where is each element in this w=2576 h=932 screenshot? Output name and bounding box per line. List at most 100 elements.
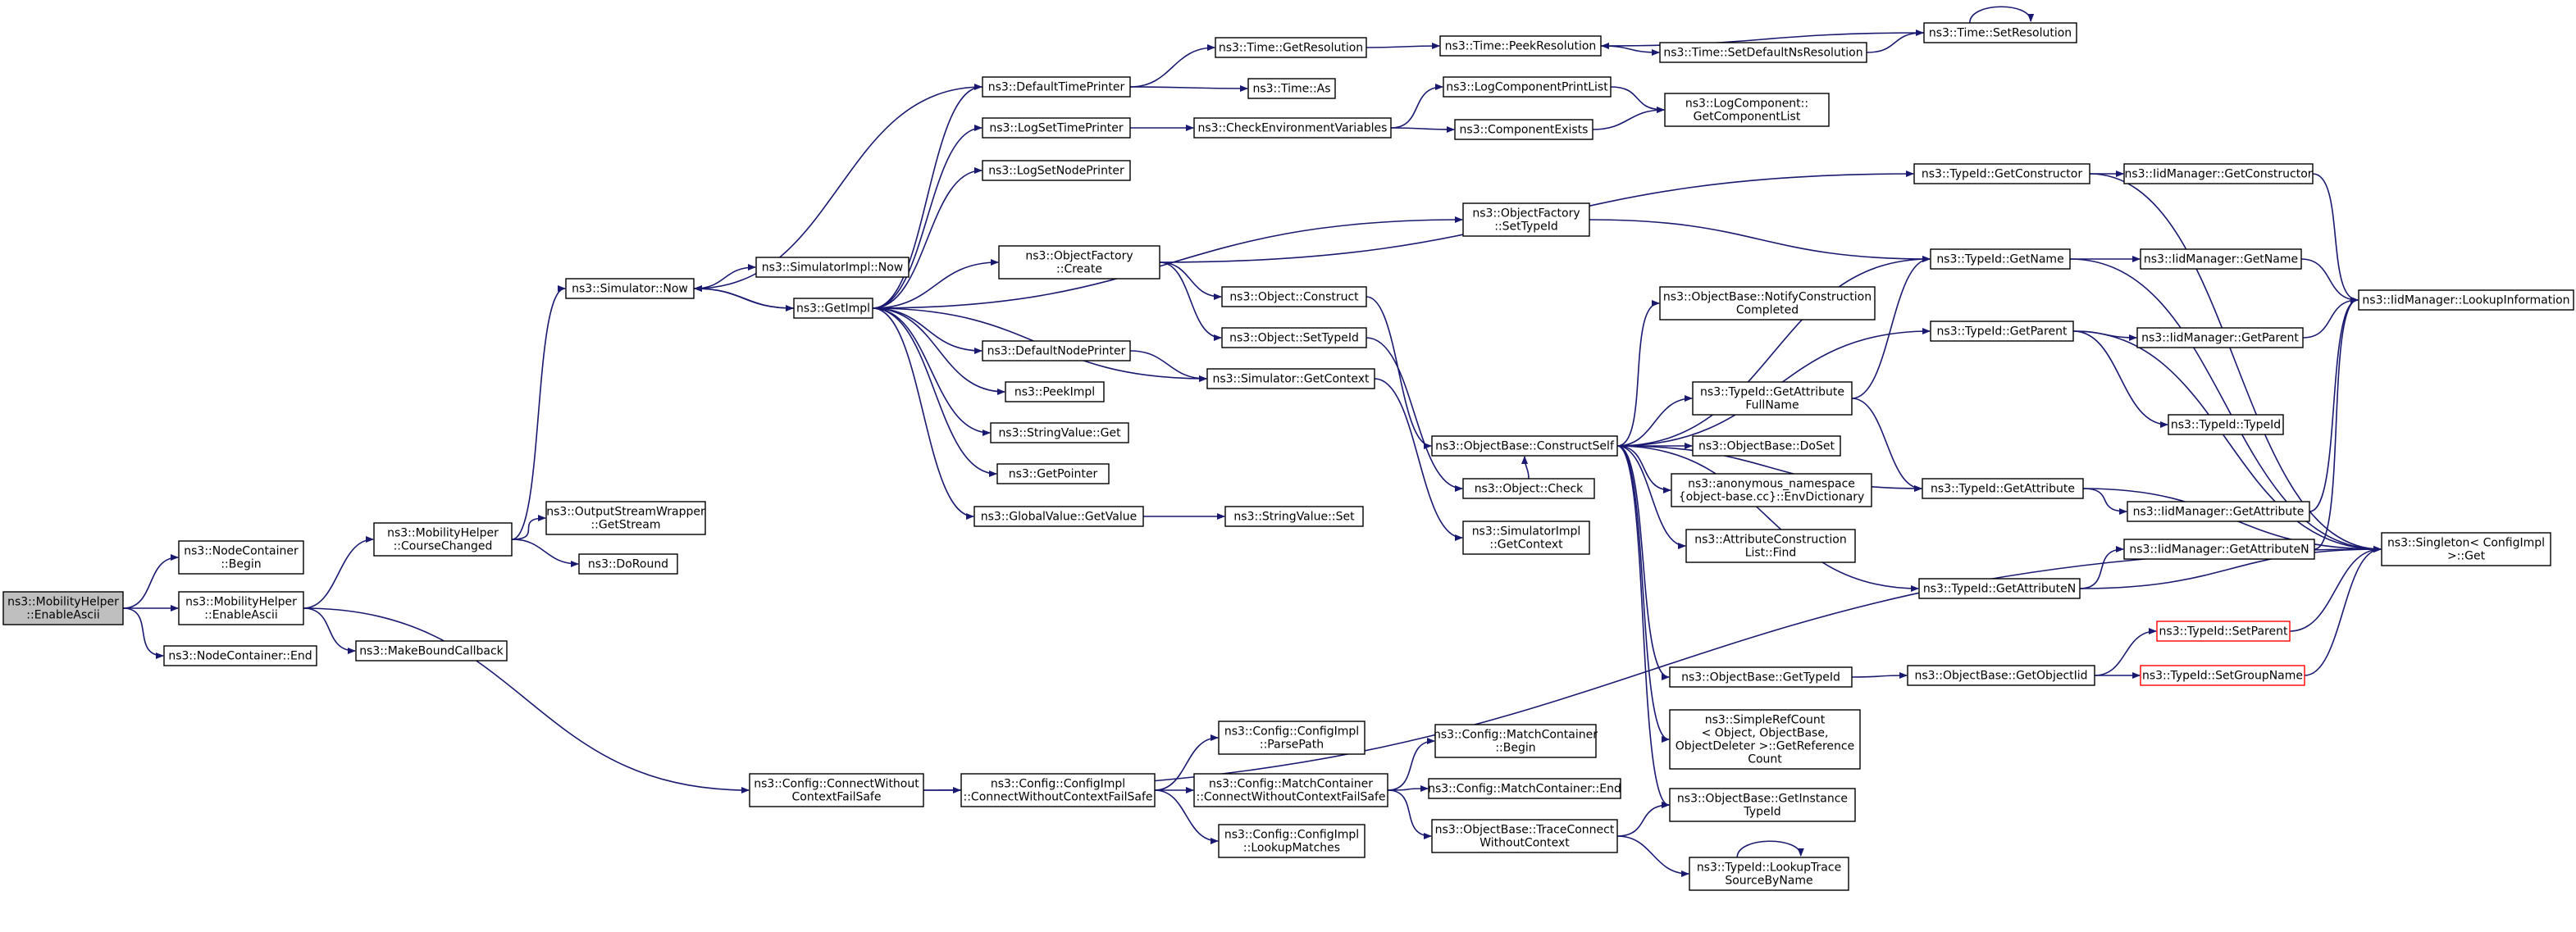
node-iid-getconstructor[interactable]: ns3::IidManager::GetConstructor: [2123, 163, 2314, 184]
node-obj-settypeid[interactable]: ns3::Object::SetTypeId: [1221, 327, 1367, 348]
node-label: TypeId: [1743, 806, 1780, 819]
node-box: [1930, 321, 2074, 342]
edge-defaulttimeprinter-to-time-as: [1129, 84, 1248, 92]
node-nc-end[interactable]: ns3::NodeContainer::End: [163, 645, 317, 666]
node-simimpl-now[interactable]: ns3::SimulatorImpl::Now: [755, 257, 910, 278]
node-typeid-setgroupname[interactable]: ns3::TypeId::SetGroupName: [2140, 665, 2305, 686]
node-objbase-notify[interactable]: ns3::ObjectBase::NotifyConstructionCompl…: [1659, 286, 1876, 321]
node-osw-getstream[interactable]: ns3::OutputStreamWrapper::GetStream: [545, 501, 706, 535]
node-objbase-constructself[interactable]: ns3::ObjectBase::ConstructSelf: [1431, 435, 1618, 457]
node-componentexists[interactable]: ns3::ComponentExists: [1454, 119, 1593, 140]
node-label: ns3::Config::ConfigImpl: [1224, 829, 1359, 842]
node-globalvalue-getvalue[interactable]: ns3::GlobalValue::GetValue: [973, 506, 1144, 527]
node-box: [1431, 819, 1618, 853]
node-box: [1193, 117, 1392, 139]
node-root[interactable]: ns3::MobilityHelper::EnableAscii: [2, 591, 124, 625]
edge-mh-enable-to-mh-course: [303, 536, 374, 609]
node-simimpl-getcontext[interactable]: ns3::SimulatorImpl::GetContext: [1462, 521, 1590, 555]
node-box: [1923, 22, 2077, 43]
node-obj-check[interactable]: ns3::Object::Check: [1462, 478, 1595, 499]
node-iid-getattribute[interactable]: ns3::IidManager::GetAttribute: [2127, 501, 2310, 522]
node-time-peekres[interactable]: ns3::Time::PeekResolution: [1439, 35, 1602, 57]
node-time-getres[interactable]: ns3::Time::GetResolution: [1215, 37, 1367, 58]
node-objbase-doset[interactable]: ns3::ObjectBase::DoSet: [1692, 435, 1841, 457]
node-sim-now[interactable]: ns3::Simulator::Now: [565, 278, 695, 299]
edge-componentexists-to-logcomp-getlist: [1592, 107, 1665, 130]
node-typeid-getattributen[interactable]: ns3::TypeId::GetAttributeN: [1918, 578, 2081, 599]
node-label: ns3::GetImpl: [796, 302, 870, 316]
node-cfg-cwcfs[interactable]: ns3::Config::ConnectWithoutContextFailSa…: [749, 773, 924, 807]
node-objfactory-settypeid[interactable]: ns3::ObjectFactory::SetTypeId: [1462, 202, 1590, 237]
node-label: ns3::ObjectBase::TraceConnect: [1435, 824, 1615, 837]
node-anon-envdict[interactable]: ns3::anonymous_namespace{object-base.cc}…: [1671, 473, 1872, 507]
node-objfactory-create[interactable]: ns3::ObjectFactory::Create: [998, 245, 1160, 280]
node-checkenv[interactable]: ns3::CheckEnvironmentVariables: [1193, 117, 1392, 139]
node-iid-getname[interactable]: ns3::IidManager::GetName: [2140, 248, 2302, 270]
node-label: ns3::Config::ConfigImpl: [991, 778, 1125, 791]
node-objbase-gettypeid[interactable]: ns3::ObjectBase::GetTypeId: [1669, 666, 1853, 688]
edge-mh-course-to-osw-getstream: [511, 515, 546, 540]
node-label: ns3::ComponentExists: [1460, 124, 1589, 137]
node-peekimpl[interactable]: ns3::PeekImpl: [1005, 381, 1105, 402]
node-singleton-get[interactable]: ns3::Singleton< ConfigImpl>::Get: [2381, 532, 2551, 566]
node-logcomp-getlist[interactable]: ns3::LogComponent::GetComponentList: [1664, 93, 1830, 127]
node-iid-lookupinfo[interactable]: ns3::IidManager::LookupInformation: [2358, 289, 2574, 311]
edge-iid-getparent-to-iid-lookupinfo: [2302, 297, 2359, 339]
node-label: ns3::Time::SetDefaultNsResolution: [1663, 47, 1862, 60]
node-label: {object-base.cc}::EnvDictionary: [1679, 491, 1864, 504]
node-mh-course[interactable]: ns3::MobilityHelper::CourseChanged: [373, 522, 513, 557]
node-iid-getattributen[interactable]: ns3::IidManager::GetAttributeN: [2123, 539, 2315, 560]
node-getimpl[interactable]: ns3::GetImpl: [793, 298, 873, 319]
node-defaultnodeprinter[interactable]: ns3::DefaultNodePrinter: [982, 340, 1131, 361]
node-cfgimpl-lookup[interactable]: ns3::Config::ConfigImpl::LookupMatches: [1218, 824, 1366, 858]
node-defaulttimeprinter[interactable]: ns3::DefaultTimePrinter: [982, 76, 1131, 98]
node-label: ns3::anonymous_namespace: [1688, 478, 1855, 491]
node-label: ::CourseChanged: [394, 540, 493, 553]
node-getpointer[interactable]: ns3::GetPointer: [996, 463, 1110, 484]
node-obj-construct[interactable]: ns3::Object::Construct: [1221, 286, 1367, 307]
node-box: [1218, 721, 1366, 755]
node-mh-enable[interactable]: ns3::MobilityHelper::EnableAscii: [178, 591, 304, 625]
edge-objbase-constructself-to-objbase-gettypeid: [1616, 445, 1670, 680]
node-time-setres[interactable]: ns3::Time::SetResolution: [1923, 22, 2077, 43]
node-logsettimeprinter[interactable]: ns3::LogSetTimePrinter: [982, 117, 1131, 139]
node-label: ns3::IidManager::GetAttribute: [2133, 506, 2305, 519]
node-nc-begin[interactable]: ns3::NodeContainer::Begin: [178, 540, 304, 575]
node-logcompprintlist[interactable]: ns3::LogComponentPrintList: [1443, 76, 1612, 98]
node-label: ns3::TypeId::SetGroupName: [2142, 670, 2303, 683]
node-sim-getcontext[interactable]: ns3::Simulator::GetContext: [1206, 368, 1375, 389]
node-iid-getparent[interactable]: ns3::IidManager::GetParent: [2136, 327, 2304, 348]
node-box: [990, 422, 1129, 443]
node-time-setdefaultns[interactable]: ns3::Time::SetDefaultNsResolution: [1659, 42, 1867, 63]
node-objbase-getobjectiid[interactable]: ns3::ObjectBase::GetObjectIid: [1907, 665, 2095, 686]
node-typeid-getname[interactable]: ns3::TypeId::GetName: [1930, 248, 2071, 270]
node-mc-cwcfs[interactable]: ns3::Config::MatchContainer::ConnectWith…: [1193, 773, 1388, 807]
node-logsetnodeprinter[interactable]: ns3::LogSetNodePrinter: [982, 160, 1131, 181]
node-stringvalue-set[interactable]: ns3::StringValue::Set: [1224, 506, 1364, 527]
node-mc-begin[interactable]: ns3::Config::MatchContainer::Begin: [1434, 724, 1598, 758]
node-label: ns3::SimulatorImpl: [1472, 525, 1581, 539]
node-objbase-traceconnect[interactable]: ns3::ObjectBase::TraceConnectWithoutCont…: [1431, 819, 1618, 853]
node-label: ns3::StringValue::Get: [998, 427, 1121, 440]
node-box: [2123, 163, 2314, 184]
node-typeid-typeid[interactable]: ns3::TypeId::TypeId: [2168, 414, 2284, 435]
node-makebound[interactable]: ns3::MakeBoundCallback: [355, 640, 508, 661]
node-simplerefcount[interactable]: ns3::SimpleRefCount< Object, ObjectBase,…: [1669, 709, 1861, 770]
node-stringvalue-get[interactable]: ns3::StringValue::Get: [990, 422, 1129, 443]
node-box: [2358, 289, 2574, 311]
node-label: ns3::TypeId::GetAttribute: [1700, 386, 1844, 399]
node-typeid-setparent[interactable]: ns3::TypeId::SetParent: [2156, 621, 2291, 642]
node-typeid-getparent[interactable]: ns3::TypeId::GetParent: [1930, 321, 2074, 342]
node-cfgimpl-cwcfs[interactable]: ns3::Config::ConfigImpl::ConnectWithoutC…: [960, 773, 1156, 807]
node-doround[interactable]: ns3::DoRound: [578, 553, 678, 575]
node-cfgimpl-parsepath[interactable]: ns3::Config::ConfigImpl::ParsePath: [1218, 721, 1366, 755]
node-typeid-getattribute[interactable]: ns3::TypeId::GetAttribute: [1922, 478, 2084, 499]
node-typeid-getconstructor[interactable]: ns3::TypeId::GetConstructor: [1913, 163, 2090, 184]
node-time-as[interactable]: ns3::Time::As: [1247, 78, 1336, 99]
node-mc-end[interactable]: ns3::Config::MatchContainer::End: [1428, 778, 1621, 799]
